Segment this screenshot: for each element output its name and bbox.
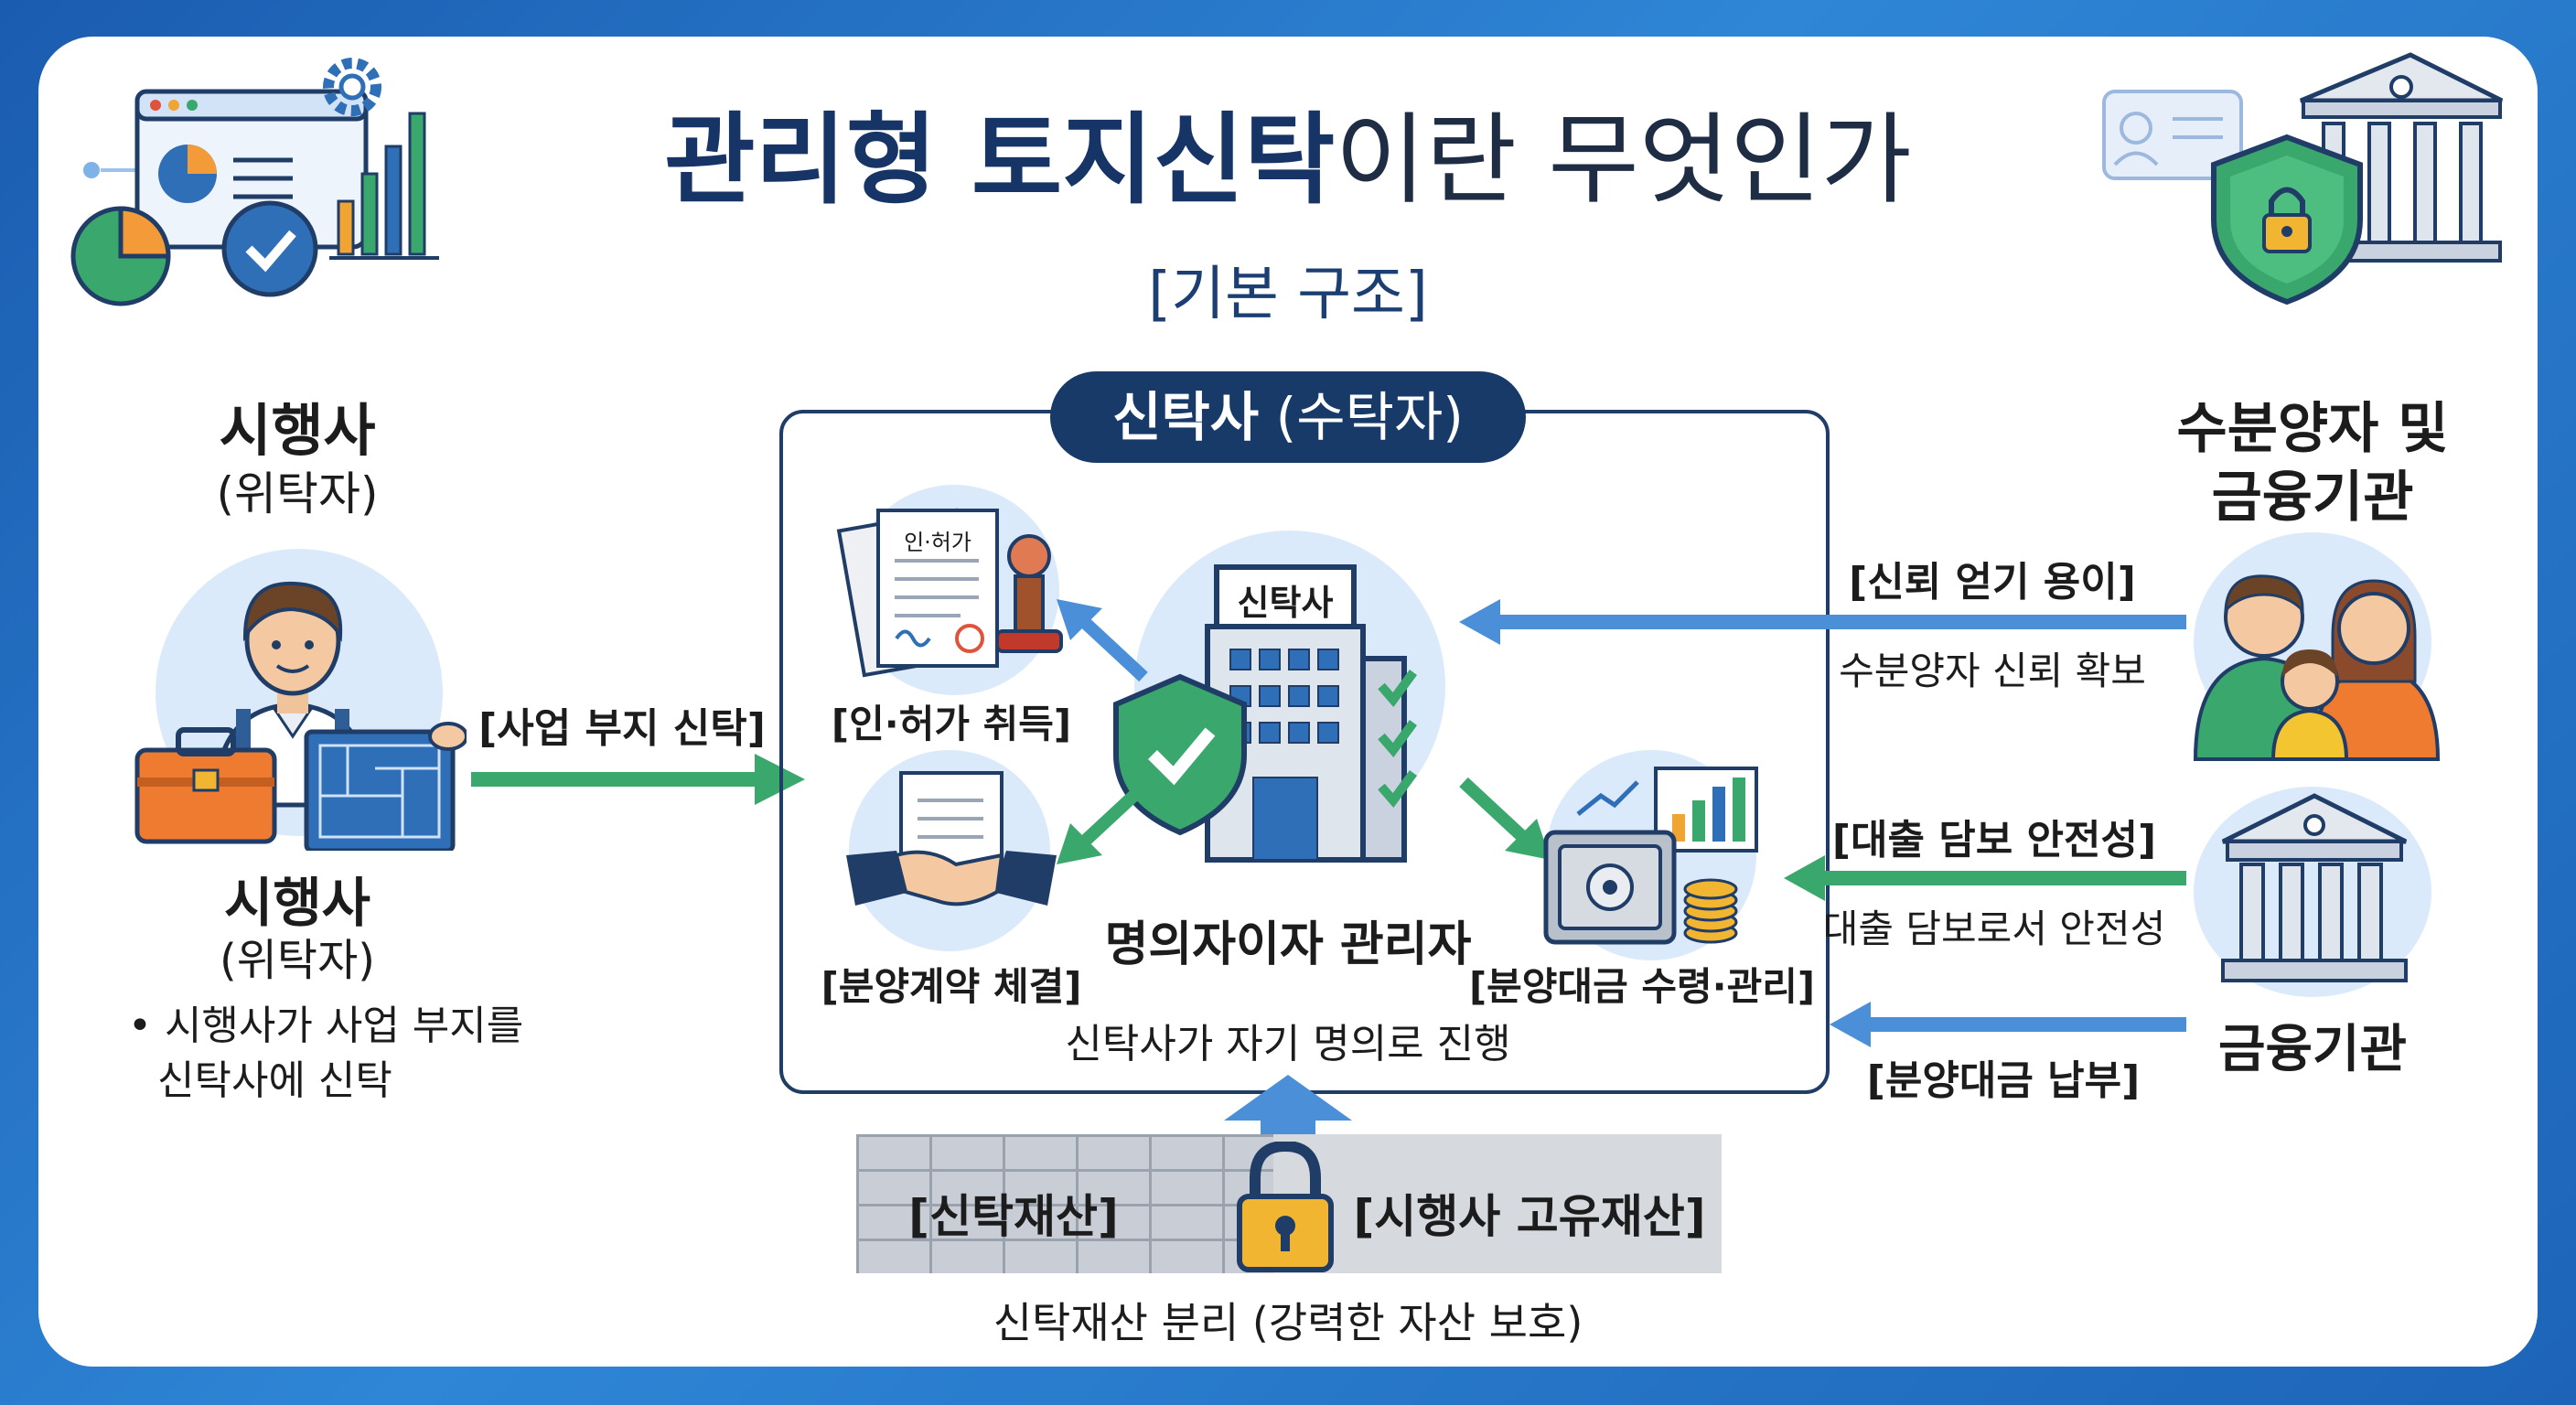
loan-desc: 대출 담보로서 안전성 (1822, 906, 2166, 951)
safe-proceeds-icon (1543, 767, 1758, 945)
bank-name: 금융기관 (2217, 1020, 2408, 1079)
trust-property-label: [신탁재산] (908, 1190, 1119, 1243)
blue-arrow-up-icon (1224, 1075, 1352, 1143)
blue-arrow-left-payment-icon (1830, 1002, 2186, 1047)
blue-arrow-left-trust-icon (1459, 599, 2186, 645)
title-rest: 이란 무엇인가 (1335, 103, 1912, 218)
handshake-contract-icon (846, 771, 1057, 906)
separation-desc: 신탁재산 분리 (강력한 자산 보호) (993, 1298, 1583, 1347)
padlock-icon (1237, 1142, 1334, 1272)
developer-bullet-line2: 신탁사에 신탁 (157, 1057, 392, 1104)
page-subtitle: [기본 구조] (1148, 261, 1428, 328)
permit-document-icon (836, 508, 1063, 678)
family-buyers-icon (2193, 574, 2441, 761)
permit-label: [인·허가 취득] (831, 702, 1072, 746)
contract-label: [분양계약 체결] (821, 964, 1082, 1009)
developer-name-bottom: 시행사 (223, 872, 371, 934)
own-property-label: [시행사 고유재산] (1353, 1190, 1706, 1243)
trust-label: [신뢰 얻기 용이] (1849, 559, 2136, 606)
trustee-building-icon (1113, 564, 1418, 863)
trustee-pill: 신탁사 (수탁자) (1050, 371, 1526, 463)
permit-doc-title: 인·허가 (904, 530, 971, 555)
arrow-to-proceeds-icon (1459, 777, 1551, 860)
trust-desc: 수분양자 신뢰 확보 (1839, 649, 2146, 693)
developer-worker-icon (134, 581, 467, 851)
trustee-desc: 신탁사가 자기 명의로 진행 (1065, 1021, 1511, 1067)
building-sign: 신탁사 (1237, 583, 1334, 623)
arrow-to-permit-icon (1057, 599, 1148, 682)
green-arrow-right-icon (471, 754, 805, 805)
title-highlight: 관리형 토지신탁 (664, 103, 1336, 218)
secure-bank-icon (2102, 52, 2504, 306)
right-title-line1: 수분양자 및 (2176, 397, 2449, 461)
trustee-name: 신탁사 (1112, 386, 1260, 448)
arrow-to-contract-icon (1057, 781, 1148, 864)
arrow-label-trust-land: [사업 부지 신탁] (478, 705, 766, 752)
proceeds-label: [분양대금 수령·관리] (1468, 964, 1816, 1009)
right-title-line2: 금융기관 (2211, 466, 2414, 530)
own-property-panel (1273, 1134, 1722, 1273)
loan-label: [대출 담보 안전성] (1831, 817, 2157, 863)
analytics-dashboard-icon (70, 58, 439, 306)
green-arrow-left-loan-icon (1784, 855, 2186, 901)
trustee-role: (수탁자) (1275, 386, 1464, 448)
developer-bullet-line1: • 시행사가 사업 부지를 (128, 1003, 524, 1049)
developer-name-top: 시행사 (219, 397, 376, 464)
payment-label: [분양대금 납부] (1866, 1057, 2141, 1104)
page-title: 관리형 토지신탁이란 무엇인가 (664, 80, 1912, 223)
trust-property-wall (856, 1134, 1273, 1273)
trustee-role-caption: 명의자이자 관리자 (1104, 917, 1472, 972)
bank-building-icon (2221, 793, 2408, 982)
developer-role-top: (위탁자) (216, 467, 379, 520)
developer-role-bottom: (위탁자) (220, 935, 375, 986)
